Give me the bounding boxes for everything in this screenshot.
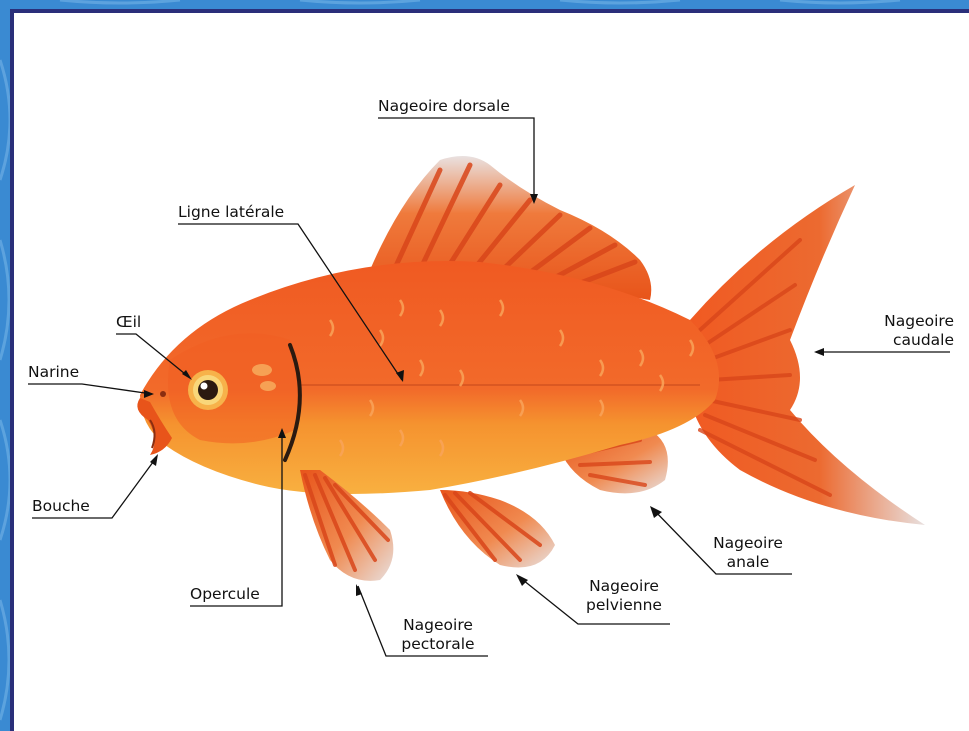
label-dorsal-fin: Nageoire dorsale xyxy=(378,97,510,116)
label-mouth: Bouche xyxy=(32,497,90,516)
label-anal-line1: Nageoire xyxy=(704,534,792,553)
caudal-fin xyxy=(690,185,925,525)
label-caudal-line2: caudale xyxy=(850,331,954,350)
label-eye: Œil xyxy=(116,313,141,332)
label-pelvic-line1: Nageoire xyxy=(578,577,670,596)
pelvic-fin xyxy=(440,490,555,568)
label-pectoral-line1: Nageoire xyxy=(388,616,488,635)
label-anal-fin: Nageoire anale xyxy=(704,534,792,572)
label-nostril: Narine xyxy=(28,363,79,382)
label-lateral-line: Ligne latérale xyxy=(178,203,284,222)
label-pectoral-fin: Nageoire pectorale xyxy=(388,616,488,654)
eye-graphic xyxy=(188,370,228,410)
label-pectoral-line2: pectorale xyxy=(388,635,488,654)
label-caudal-fin: Nageoire caudale xyxy=(850,312,954,350)
label-pelvic-fin: Nageoire pelvienne xyxy=(578,577,670,615)
label-caudal-line1: Nageoire xyxy=(850,312,954,331)
label-pelvic-line2: pelvienne xyxy=(578,596,670,615)
label-anal-line2: anale xyxy=(704,553,792,572)
label-operculum: Opercule xyxy=(190,585,260,604)
